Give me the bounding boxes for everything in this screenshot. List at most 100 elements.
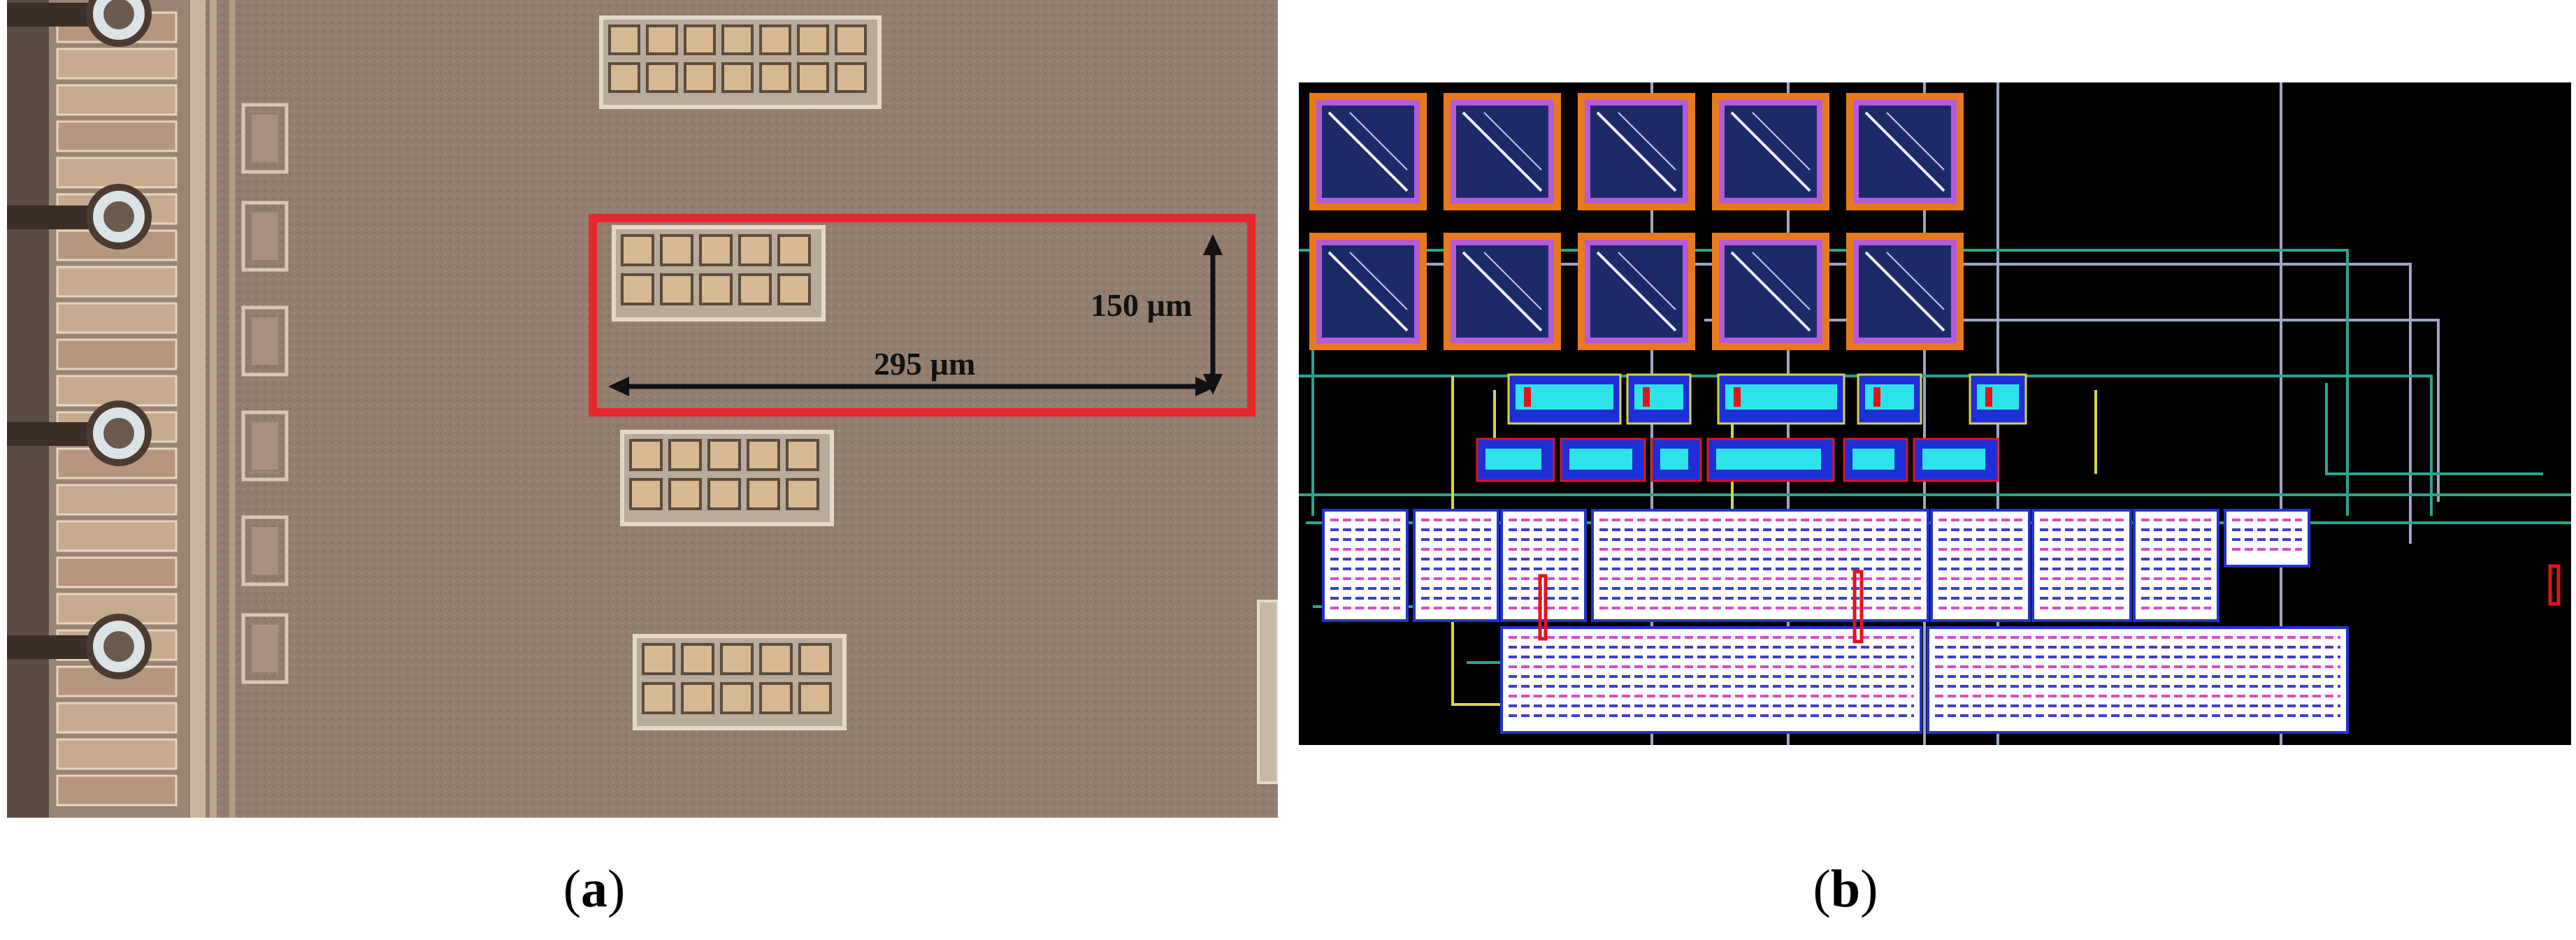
pad-column-cell — [56, 84, 178, 116]
pad-cell — [835, 24, 867, 55]
pad-arrays — [599, 15, 1278, 784]
io-cell-core — [252, 625, 278, 672]
die-edge — [7, 0, 49, 818]
edge-structure — [1257, 600, 1278, 784]
pad-cell — [646, 24, 678, 55]
pad-column-cells — [56, 11, 178, 807]
bond-wires — [7, 0, 152, 679]
pad-column-cell — [56, 302, 178, 334]
io-cell-core — [252, 317, 278, 365]
transistor-cell — [1706, 438, 1835, 482]
pad-cell — [668, 439, 702, 471]
caption-b: (b) — [1813, 860, 1878, 918]
standard-cell-block — [1500, 626, 1922, 734]
transistor-cell — [1717, 373, 1845, 425]
io-cell — [241, 410, 289, 482]
pad-cell — [759, 643, 793, 675]
pad-array — [633, 634, 847, 730]
pad-cell — [835, 62, 867, 93]
transistor-cell — [1857, 373, 1922, 425]
pad-cell — [720, 682, 754, 714]
pad-cell — [684, 24, 716, 55]
io-cells — [241, 103, 289, 684]
pad-cell — [699, 234, 733, 266]
layout-pad — [1444, 233, 1561, 350]
transistor-cell — [1507, 373, 1622, 425]
pad-cell — [797, 62, 829, 93]
layout-pad — [1309, 93, 1427, 210]
pad-cell — [629, 439, 663, 471]
pad-cell — [738, 273, 772, 305]
chip-micrograph: 150 µm 295 µm — [7, 0, 1278, 818]
pad-cell — [646, 62, 678, 93]
transistor-cell — [1476, 438, 1555, 482]
standard-cell-block — [2031, 509, 2132, 622]
pad-cell — [798, 643, 832, 675]
io-cell — [241, 515, 289, 586]
pad-column-cell — [56, 266, 178, 298]
standard-cell-block — [1322, 509, 1409, 622]
chip-layout-panel — [1299, 82, 2571, 745]
pad-cell — [707, 478, 741, 510]
transistor-cell — [1560, 438, 1646, 482]
layout-pad — [1712, 233, 1829, 350]
transistor-cell — [1626, 373, 1692, 425]
pad-column-cell — [56, 484, 178, 516]
layout-pad — [1846, 93, 1964, 210]
pad-cell — [777, 273, 811, 305]
pad-column-cell — [56, 120, 178, 152]
pad-cell — [621, 273, 654, 305]
standard-cell-block — [1500, 509, 1587, 622]
io-cell — [241, 305, 289, 377]
pad-ring-stripe-2 — [210, 0, 217, 818]
io-cell-core — [252, 527, 278, 574]
pad-cell — [642, 643, 675, 675]
pad-cell — [621, 234, 654, 266]
standard-cell-block — [1927, 626, 2349, 734]
transistor-cell — [1843, 438, 1908, 482]
pad-cell — [721, 62, 754, 93]
pad-array — [612, 225, 826, 321]
standard-cell-block — [1413, 509, 1499, 622]
pad-cell — [798, 682, 832, 714]
pad-column-cell — [56, 48, 178, 80]
height-arrow-head-bottom — [1203, 374, 1223, 395]
pad-column-cell — [56, 520, 178, 552]
pad-cell — [777, 234, 811, 266]
pad-ring-stripe — [190, 0, 206, 818]
io-cell — [241, 103, 289, 174]
layout-pad — [1578, 233, 1695, 350]
transistor-cell — [1650, 438, 1702, 482]
width-label: 295 µm — [874, 346, 975, 382]
bond-ball-core — [103, 201, 134, 232]
pad-cell — [668, 478, 702, 510]
pad-cell — [707, 439, 741, 471]
pad-cell — [747, 439, 780, 471]
pad-cell — [738, 234, 772, 266]
highlight-box — [589, 214, 1255, 417]
pad-column-cell — [56, 665, 178, 697]
layout-pad — [1444, 93, 1561, 210]
pad-column-cell — [56, 338, 178, 370]
pad-cell — [660, 234, 693, 266]
width-arrow-head-left — [608, 377, 629, 396]
pad-cell — [699, 273, 733, 305]
red-markers — [1538, 564, 2561, 644]
io-cell — [241, 201, 289, 272]
bond-ball-core — [103, 631, 134, 662]
pad-cell — [797, 24, 829, 55]
layout-pad — [1712, 93, 1829, 210]
caption-a: (a) — [563, 860, 626, 918]
transistor-cell — [1969, 373, 2027, 425]
measurement-overlay: 150 µm 295 µm — [589, 214, 1255, 417]
bond-ball-core — [103, 418, 134, 449]
transistor-rows — [1476, 373, 2027, 482]
io-cell-core — [252, 115, 278, 162]
pad-cell — [759, 62, 791, 93]
io-cell-core — [252, 422, 278, 470]
standard-cell-block — [2133, 509, 2219, 622]
pad-cell — [608, 24, 640, 55]
pad-column-cell — [56, 157, 178, 189]
pad-cell — [660, 273, 693, 305]
pad-cell — [629, 478, 663, 510]
